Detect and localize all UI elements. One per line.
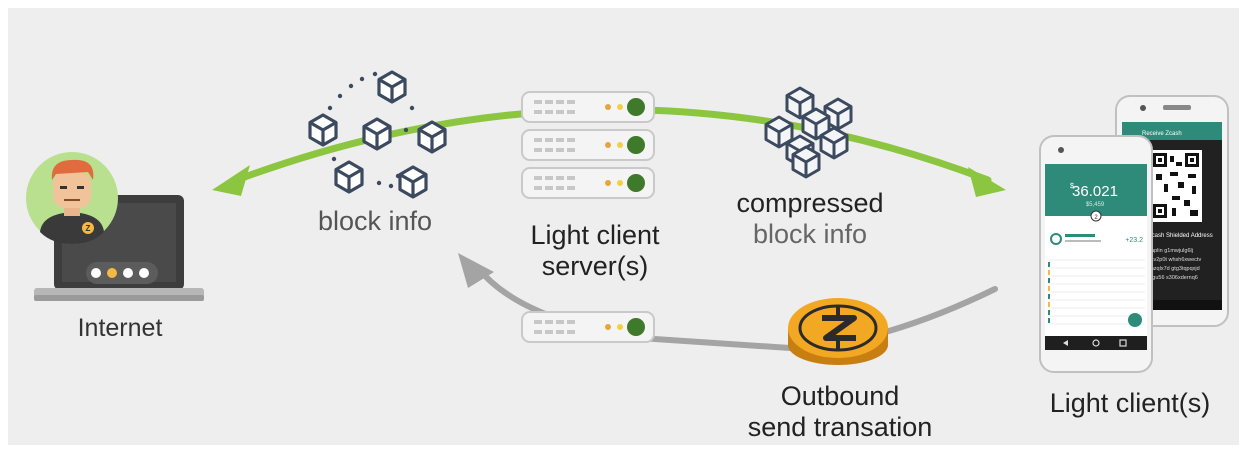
- outbound-label-line1: Outbound: [780, 381, 900, 411]
- address-line: uaplin g1mwjulg6lj: [1148, 248, 1193, 254]
- address-line: iggu56 s306xdernq6: [1148, 275, 1198, 281]
- compressed-cube-cluster: [764, 86, 853, 179]
- compressed-label-line2: block info: [752, 219, 868, 250]
- block-cube-icon: [398, 165, 428, 199]
- wallet-sub-balance: $5,459: [1086, 202, 1105, 208]
- compressed-label-line1: compressed: [736, 188, 884, 218]
- outbound-server-icon: [521, 311, 655, 343]
- block-cube-icon: [417, 120, 447, 154]
- block-cube-icon: [377, 70, 407, 104]
- person-avatar-icon: Z: [26, 152, 118, 244]
- block-cubes-cluster: [308, 70, 447, 199]
- shielded-address-heading: Zcash Shielded Address: [1148, 233, 1213, 239]
- block-cube-icon: [362, 117, 392, 151]
- arrowhead-right-icon: [968, 167, 1006, 197]
- smartphone-icon: 36.021 $ $5,459 2 +23.2: [1039, 135, 1153, 373]
- arrowhead-gray-icon: [458, 253, 494, 288]
- diagram-background: [8, 8, 1239, 445]
- receive-title: Receive Zcash: [1142, 131, 1182, 137]
- block-cube-icon: [819, 126, 849, 160]
- compressed-block-info-label: compressed block info: [715, 188, 905, 250]
- block-cube-icon: [334, 160, 364, 194]
- arrowhead-left-icon: [212, 165, 250, 196]
- internet-label: Internet: [77, 314, 163, 342]
- svg-text:Z: Z: [86, 224, 91, 233]
- laptop-icon: [34, 195, 204, 301]
- received-amount: +23.2: [1125, 237, 1143, 244]
- balance-currency: $: [1070, 183, 1074, 190]
- wallet-balance: 36.021: [1072, 183, 1118, 200]
- zcash-coin-icon: [788, 298, 888, 365]
- outbound-transaction-label: Outbound send transation: [715, 381, 965, 443]
- light-clients-label: Light client(s): [1049, 388, 1211, 418]
- light-client-server-label: Light client server(s): [500, 220, 690, 282]
- server-label-line2: server(s): [541, 251, 649, 282]
- block-cube-icon: [791, 145, 821, 179]
- server-stack-icon: [521, 91, 655, 199]
- svg-text:2: 2: [1094, 215, 1098, 221]
- block-info-label: block info: [317, 206, 433, 236]
- outbound-label-line2: send transation: [747, 412, 933, 443]
- block-cube-icon: [308, 113, 338, 147]
- address-line: xkv2p0t whsh6xwectv: [1148, 257, 1201, 263]
- server-label-line1: Light client: [530, 220, 660, 250]
- address-line: khzqlx7d gtg3tqpqxjd: [1148, 266, 1200, 272]
